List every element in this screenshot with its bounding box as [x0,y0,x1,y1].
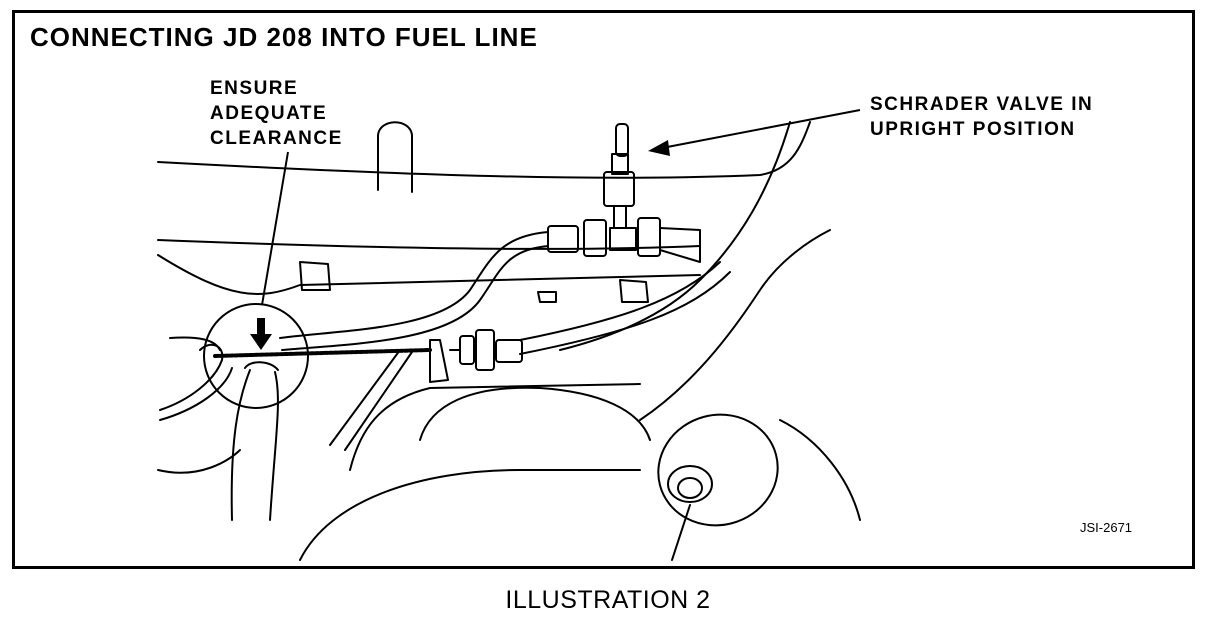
hose-right [269,371,279,521]
clearance-callout-line-2: ADEQUATE [210,103,328,124]
clearance-callout: ENSURE ADEQUATE CLEARANCE [210,76,343,151]
gauge-fitting-c [495,339,523,363]
lower-housing [419,386,651,441]
gauge-fitting-b [475,329,495,371]
bracket [429,339,449,383]
illustration-frame [12,10,1195,569]
figure-id: JSI-2671 [1080,520,1133,535]
schrader-valve-neck [611,153,629,175]
illustration-caption: ILLUSTRATION 2 [505,586,711,614]
knob [377,121,413,193]
body-contour-mid [157,239,701,250]
tab-mid [537,291,557,303]
fitting-tail [659,227,701,263]
clearance-callout-line-3: CLEARANCE [210,128,343,149]
braided-cable [213,348,432,358]
fitting-3 [637,217,661,257]
lower-bracket [349,383,641,471]
fitting-2 [583,219,607,257]
pulley-hub-outer [667,465,713,503]
lower-left-contour [157,449,241,474]
figure-title: CONNECTING JD 208 INTO FUEL LINE [30,22,538,52]
tab-right [619,279,649,303]
body-contour-top [157,121,811,179]
clearance-leader [261,151,289,306]
right-fender [639,229,831,421]
pulley-disc [657,413,779,527]
body-contour-lower [157,254,701,295]
gauge-fitting-a [459,335,475,365]
wire-loop-1 [159,343,224,411]
support-rod [329,349,401,446]
downward-arrow-icon [250,318,272,350]
fuel-line-lower [281,245,549,351]
fuel-line-right-lower [519,271,731,355]
tee-body [609,227,637,251]
schrader-valve-cap [615,123,629,157]
pulley-hub-inner [677,477,703,499]
valve-to-tee [613,205,627,229]
fitting-1 [547,225,579,253]
leader-arrow-icon [648,109,861,156]
schrader-valve-base [603,171,635,207]
clearance-circle [203,303,309,409]
clearance-callout-line-1: ENSURE [210,78,299,99]
tab-left [299,261,331,291]
body-contour-right [559,121,791,351]
schrader-callout-line-1: SCHRADER VALVE IN [870,94,1094,115]
wire-loop-2 [159,367,233,421]
lower-frame [299,469,641,561]
right-fender-lower [779,419,861,521]
fuel-line-upper [279,231,549,339]
hose-end [244,361,279,371]
schrader-callout-line-2: UPRIGHT POSITION [870,119,1076,140]
pulley-shaft [671,504,691,561]
fuel-line-right-upper [519,261,721,341]
schrader-callout: SCHRADER VALVE IN UPRIGHT POSITION [870,92,1093,142]
support-rod-2 [344,351,413,451]
hose-left [230,369,251,521]
wire-loop-3 [169,336,221,351]
